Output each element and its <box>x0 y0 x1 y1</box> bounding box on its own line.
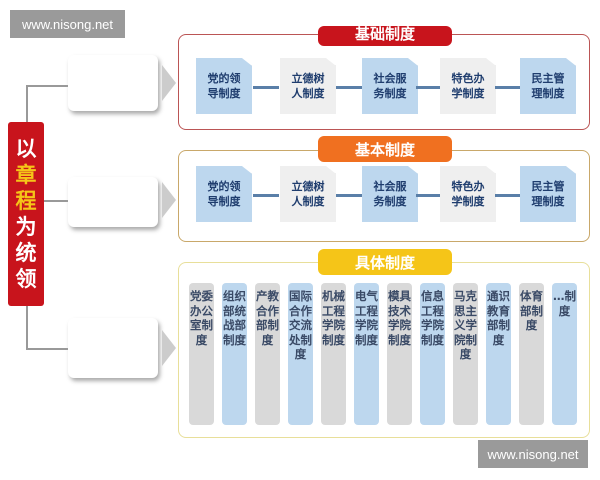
level-school: 学校整体 层面 <box>68 55 158 111</box>
department-column: 通识教育部制度 <box>486 283 511 425</box>
department-column: 国际合作交流处制度 <box>288 283 313 425</box>
lead-label: 以章程为统领 <box>8 122 44 306</box>
department-column: 组织部统战部制度 <box>222 283 247 425</box>
policy-card: 特色办 学制度 <box>440 166 496 222</box>
department-column: 体育部制度 <box>519 283 544 425</box>
double-arrow-icon <box>495 86 521 89</box>
policy-card: 立德树 人制度 <box>280 166 336 222</box>
policy-card: 特色办 学制度 <box>440 58 496 114</box>
double-arrow-icon <box>253 86 279 89</box>
watermark-top: www.nisong.net <box>10 10 125 38</box>
level-internal: 部门内部 层面 <box>68 318 158 378</box>
double-arrow-icon <box>253 194 279 197</box>
policy-card: 党的领 导制度 <box>196 58 252 114</box>
basic-header: 基础制度 <box>318 26 452 46</box>
chevron-icon <box>162 330 176 366</box>
watermark-bottom: www.nisong.net <box>478 440 588 468</box>
lead-char: 程 <box>15 189 37 213</box>
policy-card: 立德树 人制度 <box>280 58 336 114</box>
double-arrow-icon <box>416 194 442 197</box>
section-title: 具体制度 <box>354 253 415 272</box>
department-column: 模具技术学院制度 <box>387 283 412 425</box>
department-column: …制度 <box>552 283 577 425</box>
lead-char: 统 <box>15 241 37 265</box>
policy-card: 民主管 理制度 <box>520 58 576 114</box>
level-label: 学校整体 层面 <box>80 62 145 103</box>
fundamental-header: 基本制度 <box>318 136 452 162</box>
policy-card: 社会服 务制度 <box>362 166 418 222</box>
department-column: 产教合作部制度 <box>255 283 280 425</box>
lead-char: 以 <box>15 137 37 161</box>
chevron-icon <box>162 65 176 101</box>
specific-header: 具体制度 <box>318 249 452 275</box>
department-column: 党委办公室制度 <box>189 283 214 425</box>
chevron-icon <box>162 182 176 218</box>
level-department: 部门职责 层面 <box>68 177 158 227</box>
double-arrow-icon <box>336 194 362 197</box>
connector <box>26 85 28 122</box>
section-title: 基本制度 <box>354 140 415 159</box>
department-column: 机械工程学院制度 <box>321 283 346 425</box>
lead-char: 领 <box>15 267 37 291</box>
department-column: 电气工程学院制度 <box>354 283 379 425</box>
connector <box>26 85 68 87</box>
policy-card: 民主管 理制度 <box>520 166 576 222</box>
policy-card: 社会服 务制度 <box>362 58 418 114</box>
department-column: 马克思主义学院制度 <box>453 283 478 425</box>
level-label: 部门内部 层面 <box>80 327 145 368</box>
department-column: 信息工程学院制度 <box>420 283 445 425</box>
lead-char: 章 <box>15 163 37 187</box>
policy-card: 党的领 导制度 <box>196 166 252 222</box>
connector <box>26 306 28 348</box>
section-title: 基础制度 <box>354 26 415 43</box>
level-label: 部门职责 层面 <box>80 181 145 222</box>
double-arrow-icon <box>416 86 442 89</box>
double-arrow-icon <box>336 86 362 89</box>
connector <box>26 348 68 350</box>
connector <box>44 200 68 202</box>
lead-char: 为 <box>15 215 37 239</box>
double-arrow-icon <box>495 194 521 197</box>
